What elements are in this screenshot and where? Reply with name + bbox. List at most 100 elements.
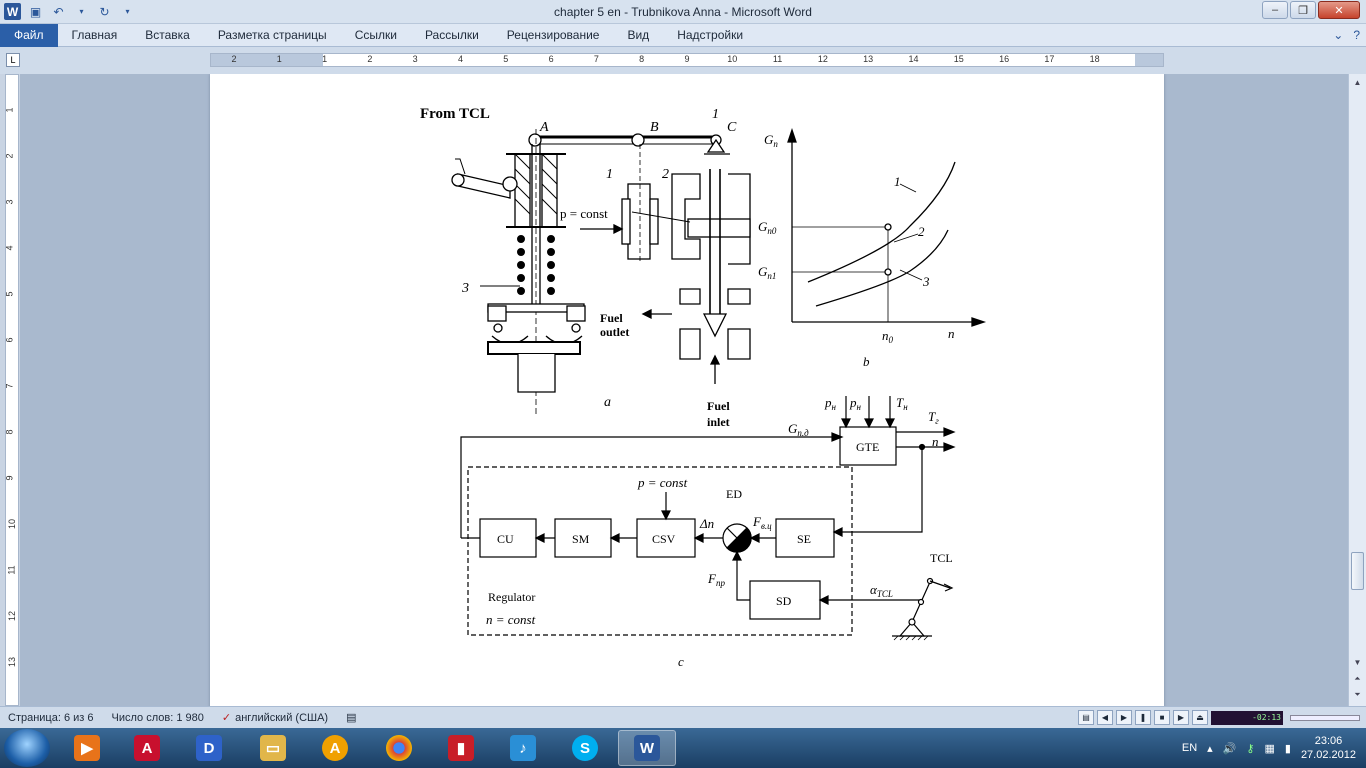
redo-icon[interactable]: ↻ [99, 4, 110, 19]
tab-mailings[interactable]: Рассылки [424, 28, 479, 42]
vruler-number: 6 [4, 337, 15, 343]
help-icon[interactable]: ? [1353, 28, 1360, 42]
media-prev-icon[interactable]: ◀ [1097, 710, 1113, 725]
ruler-number: 15 [953, 54, 964, 64]
volume-icon[interactable]: 🔊 [1222, 742, 1237, 755]
media-play-icon[interactable]: ▶ [1116, 710, 1132, 725]
tab-review[interactable]: Рецензирование [506, 28, 600, 42]
taskbar-app-word[interactable]: W [618, 730, 676, 766]
macro-icon[interactable]: ▤ [346, 712, 357, 724]
dash-icon: D [196, 735, 222, 761]
sm-label: SM [572, 532, 590, 546]
curve-3-label: 3 [922, 274, 930, 289]
taskbar-app-aimp[interactable]: A [306, 730, 364, 766]
vertical-scrollbar[interactable]: ▲ ▼ ⏶ ⏷ [1348, 74, 1366, 706]
tab-stop-selector[interactable]: L [6, 53, 20, 67]
ruler-number: 7 [593, 54, 599, 64]
gte-block [839, 426, 897, 466]
se-block [775, 518, 835, 558]
point-b-label: B [650, 120, 659, 135]
media-next-icon[interactable]: ▶ [1173, 710, 1189, 725]
word-logo-icon[interactable]: W [4, 3, 21, 20]
ruler-number: 11 [772, 54, 783, 64]
tab-references[interactable]: Ссылки [354, 28, 397, 42]
tab-insert[interactable]: Вставка [145, 28, 190, 42]
fuel-outlet-label-1: Fuel [600, 311, 623, 325]
sd-label: SD [776, 594, 792, 608]
window-title: chapter 5 en - Trubnikova Anna - Microso… [554, 5, 812, 19]
language-indicator[interactable]: английский (США) [235, 711, 329, 724]
taskbar: ▶ A D ▭ A ▮ ♪ S W EN ▴ 🔊 ⚷ ▦ ▮ 23:06 27.… [0, 728, 1366, 768]
customize-qat-icon[interactable]: ▾ [125, 7, 130, 16]
key-icon[interactable]: ⚷ [1246, 742, 1255, 755]
scroll-up-icon[interactable]: ▲ [1353, 78, 1362, 87]
figure-part-b-labels: Gп Gп0 Gп1 n0 n 1 2 3 b [758, 132, 955, 369]
maximize-button[interactable]: ❐ [1290, 1, 1316, 19]
word-count[interactable]: Число слов: 1 980 [111, 711, 204, 724]
media-eject-icon[interactable]: ⏏ [1192, 710, 1208, 725]
ruler-number: 2 [367, 54, 373, 64]
show-hidden-icons-icon[interactable]: ▴ [1207, 742, 1213, 755]
taskbar-app-music[interactable]: ♪ [494, 730, 552, 766]
taskbar-app-skype[interactable]: S [556, 730, 614, 766]
volume-slider[interactable] [1290, 714, 1360, 721]
media-player-icon: ▶ [74, 735, 100, 761]
vruler-number: 7 [4, 383, 15, 389]
start-button[interactable] [4, 729, 50, 767]
a-pconst-label: p = const [560, 206, 608, 221]
tab-addins[interactable]: Надстройки [677, 28, 744, 42]
input-t-label: Tн [896, 395, 908, 412]
regulator-label: Regulator [488, 590, 535, 604]
next-page-icon[interactable]: ⏷ [1354, 690, 1361, 699]
taskbar-app-autocad[interactable]: A [118, 730, 176, 766]
document-page[interactable]: From TCL A B C 1 1 2 3 p = const Fuel ou… [210, 74, 1164, 706]
input-p-star-label: pн [849, 395, 862, 412]
save-icon[interactable]: ▣ [29, 4, 42, 19]
spring-number-label: 3 [461, 281, 469, 296]
ribbon-expand-icon[interactable]: ⌄ [1333, 28, 1344, 42]
tab-view[interactable]: Вид [627, 28, 650, 42]
prev-page-icon[interactable]: ⏶ [1354, 674, 1361, 683]
undo-icon[interactable]: ↶ [53, 4, 64, 19]
csv-block [636, 518, 696, 558]
folder-icon: ▭ [260, 735, 286, 761]
ruler-number: 5 [503, 54, 509, 64]
tab-home[interactable]: Главная [71, 28, 118, 42]
minimize-button[interactable]: – [1262, 1, 1288, 19]
vruler-number: 11 [6, 565, 17, 575]
word-icon: W [634, 735, 660, 761]
media-time-display: -02:13 [1211, 710, 1283, 725]
taskbar-app-book[interactable]: ▮ [432, 730, 490, 766]
clock-time: 23:06 [1314, 735, 1343, 747]
tab-file[interactable]: Файл [0, 24, 58, 47]
power-icon[interactable]: ▮ [1284, 742, 1291, 755]
scroll-down-icon[interactable]: ▼ [1353, 658, 1362, 667]
page-count[interactable]: Страница: 6 из 6 [8, 711, 94, 724]
tab-page-layout[interactable]: Разметка страницы [217, 28, 327, 42]
book-icon: ▮ [448, 735, 474, 761]
dropdown-icon[interactable]: ▾ [79, 7, 84, 16]
language-tray[interactable]: EN [1181, 742, 1198, 754]
media-pause-icon[interactable]: ❚ [1135, 710, 1151, 725]
spellcheck-icon[interactable]: ✓ [221, 712, 232, 724]
vruler-number: 4 [4, 245, 15, 251]
taskbar-app-dash[interactable]: D [180, 730, 238, 766]
fuel-inlet-label-2: inlet [707, 415, 730, 429]
print-layout-view-icon[interactable]: ▤ [1078, 710, 1094, 725]
status-bar: Страница: 6 из 6 Число слов: 1 980 ✓англ… [0, 706, 1366, 728]
taskbar-app-chrome[interactable] [370, 730, 428, 766]
taskbar-app-explorer[interactable]: ▭ [244, 730, 302, 766]
clock[interactable]: 23:06 27.02.2012 [1301, 734, 1356, 762]
ruler-number: 18 [1089, 54, 1100, 64]
scroll-thumb[interactable] [1351, 552, 1364, 590]
close-button[interactable]: ✕ [1318, 1, 1360, 19]
taskbar-app-media-player[interactable]: ▶ [58, 730, 116, 766]
figure-part-a-labels: From TCL A B C 1 1 2 3 p = const Fuel ou… [420, 106, 737, 429]
graph-n0-label: n0 [882, 328, 894, 345]
input-p-label: pн [824, 395, 837, 412]
skype-icon: S [572, 735, 598, 761]
network-icon[interactable]: ▦ [1264, 742, 1275, 755]
media-stop-icon[interactable]: ■ [1154, 710, 1170, 725]
